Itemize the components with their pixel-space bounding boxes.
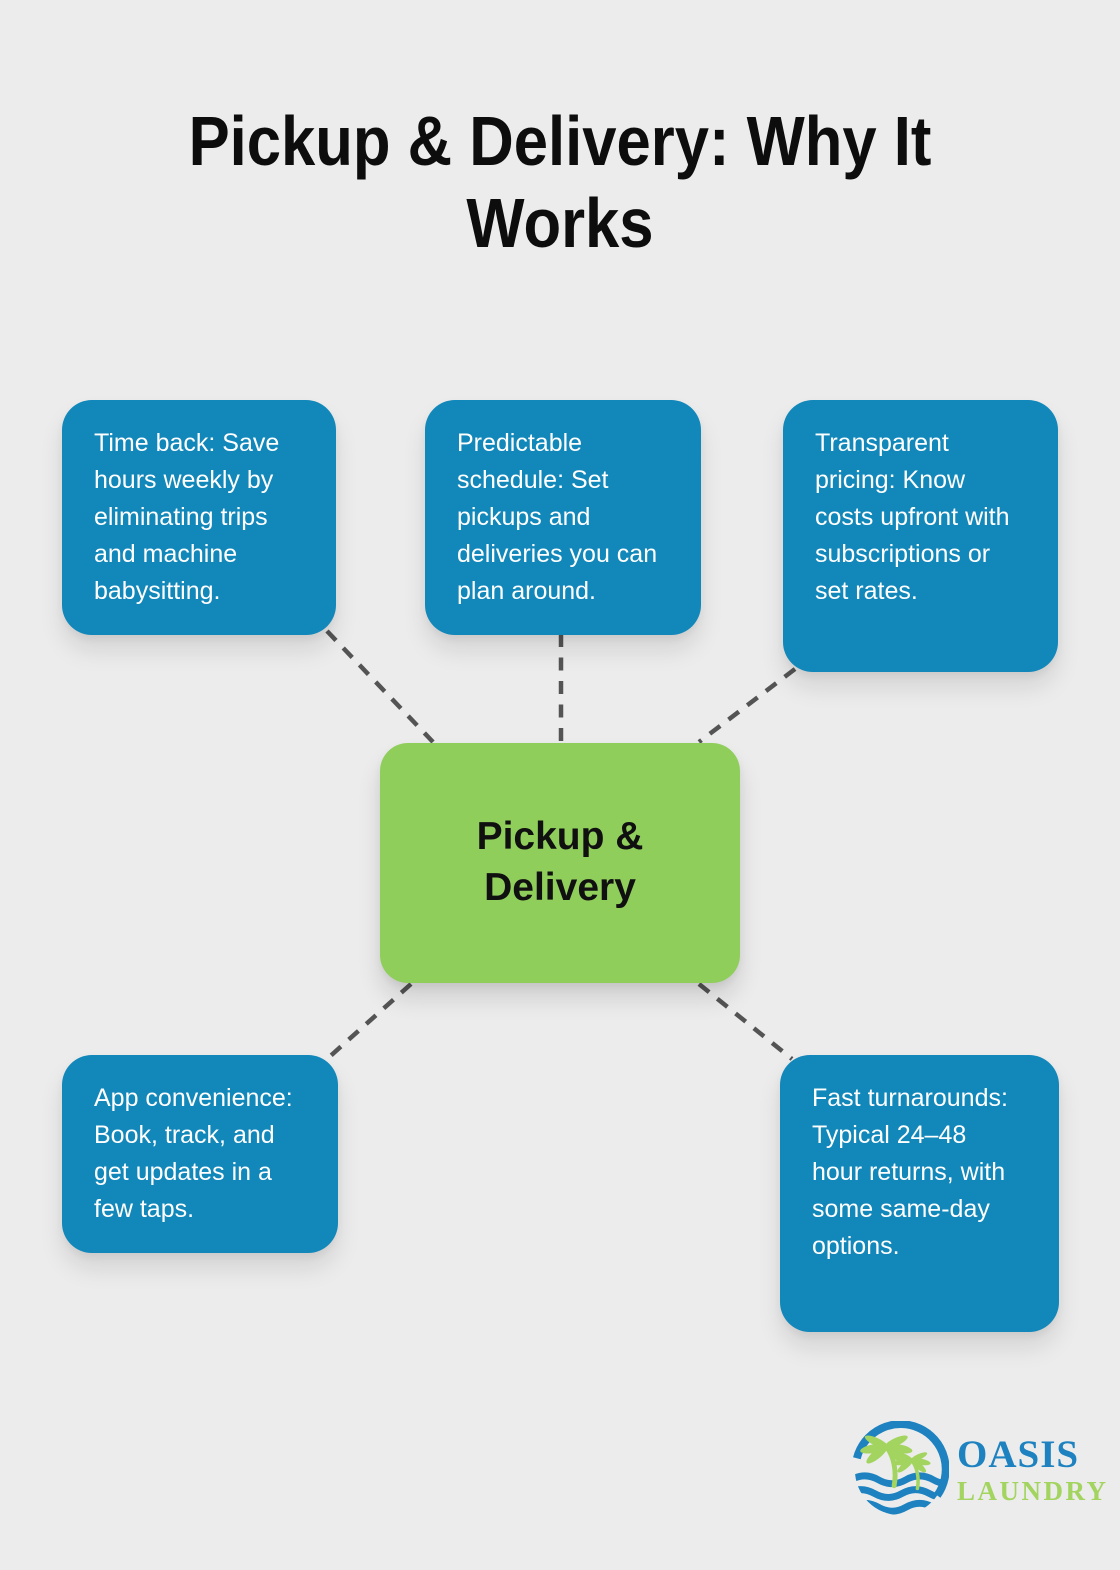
- connector-line-fast-turnarounds: [697, 982, 794, 1061]
- node-predictable-schedule-text: Predictable schedule: Set pickups and de…: [457, 429, 658, 605]
- center-node-label: Pickup & Delivery: [476, 815, 644, 909]
- connector-line-app-convenience: [325, 982, 413, 1061]
- node-fast-turnarounds-text: Fast turnarounds: Typical 24–48 hour ret…: [812, 1084, 1008, 1260]
- node-predictable-schedule: Predictable schedule: Set pickups and de…: [425, 400, 701, 635]
- node-transparent-pricing-text: Transparent pricing: Know costs upfront …: [815, 429, 1010, 605]
- page-title-text: Pickup & Delivery: Why It Works: [188, 102, 932, 262]
- node-fast-turnarounds: Fast turnarounds: Typical 24–48 hour ret…: [780, 1055, 1059, 1332]
- brand-logo: OASIS LAUNDRY: [851, 1421, 1109, 1519]
- palm-tree-icon: [859, 1433, 933, 1491]
- waves-icon: [854, 1472, 946, 1515]
- node-time-back-text: Time back: Save hours weekly by eliminat…: [94, 429, 280, 605]
- node-app-convenience-text: App convenience: Book, track, and get up…: [94, 1084, 293, 1223]
- connector-line-time-back: [325, 629, 435, 744]
- logo-text: OASIS LAUNDRY: [957, 1435, 1109, 1505]
- node-transparent-pricing: Transparent pricing: Know costs upfront …: [783, 400, 1058, 672]
- center-node-pickup-delivery: Pickup & Delivery: [380, 743, 740, 983]
- logo-text-oasis: OASIS: [957, 1433, 1080, 1476]
- node-time-back: Time back: Save hours weekly by eliminat…: [62, 400, 336, 635]
- page-title: Pickup & Delivery: Why It Works: [67, 100, 1053, 264]
- logo-mark: [853, 1421, 949, 1515]
- logo-text-laundry: LAUNDRY: [957, 1476, 1109, 1506]
- node-app-convenience: App convenience: Book, track, and get up…: [62, 1055, 338, 1253]
- connector-line-transparent-pricing: [697, 667, 797, 744]
